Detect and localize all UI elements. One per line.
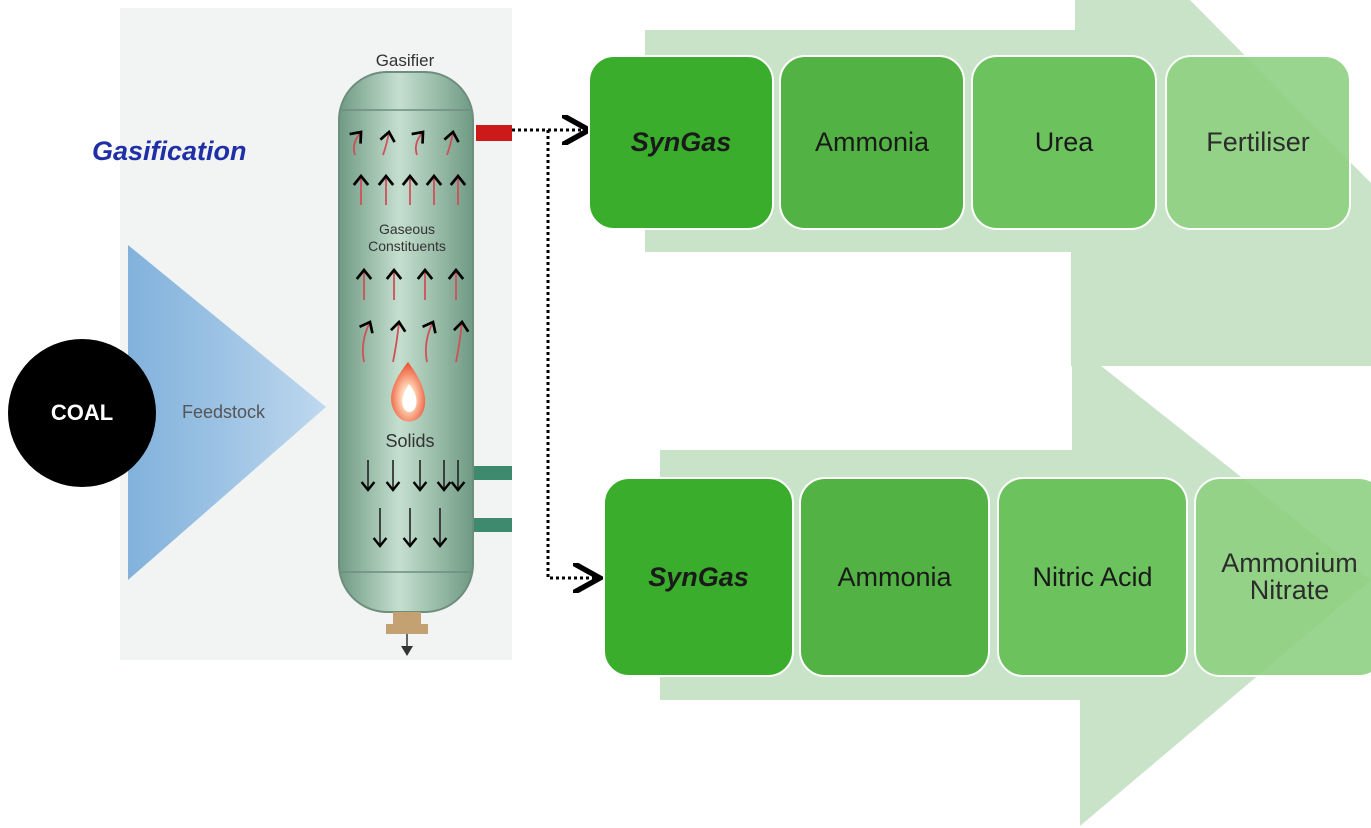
process-step-label: Fertiliser — [1206, 127, 1310, 157]
process-step-label: Urea — [1034, 127, 1094, 157]
coal-circle: COAL — [8, 339, 156, 487]
process-step-syngas: SynGas — [603, 477, 794, 677]
feedstock-label: Feedstock — [182, 402, 266, 422]
gaseous-label-line: Gaseous — [379, 221, 435, 237]
up-arrow-icon — [452, 319, 470, 363]
process-step-ammonium-nitrate: Ammonium Nitrate — [1194, 477, 1371, 677]
process-step-fertiliser: Fertiliser — [1165, 55, 1351, 230]
up-arrow-icon — [358, 320, 374, 363]
up-arrow-icon — [421, 320, 437, 363]
process-step-label: SynGas — [648, 561, 749, 592]
process-step-syngas: SynGas — [588, 55, 774, 230]
process-step-ammonia: Ammonia — [799, 477, 990, 677]
process-step-label: SynGas — [630, 127, 732, 157]
syngas-outlet-nozzle — [476, 125, 512, 141]
gasifier-title: Gasifier — [376, 51, 435, 70]
solids-label: Solids — [385, 431, 434, 451]
up-arrow-icon — [411, 130, 425, 156]
process-step-urea: Urea — [971, 55, 1157, 230]
process-step-label: Ammonia — [837, 561, 952, 592]
dotted-connectors — [512, 130, 597, 578]
process-step-label: Ammonia — [814, 127, 930, 157]
process-step-label: Ammonium Nitrate — [1221, 548, 1358, 605]
feedstock-triangle — [128, 245, 326, 580]
gas-flow-arrows — [349, 129, 470, 363]
process-step-nitric-acid: Nitric Acid — [997, 477, 1188, 677]
up-arrow-icon — [379, 129, 396, 156]
gasifier-vessel — [338, 71, 512, 656]
solids-flow-arrows — [360, 460, 466, 548]
gasification-title: Gasification — [92, 136, 247, 166]
up-arrow-icon — [389, 319, 407, 363]
flame-icon — [391, 362, 426, 422]
gaseous-label-line: Constituents — [368, 238, 446, 254]
process-step-ammonia: Ammonia — [779, 55, 965, 230]
connector-to-lower-syngas — [546, 130, 597, 578]
up-arrow-icon — [443, 129, 460, 156]
process-step-label: Nitric Acid — [1032, 561, 1153, 592]
up-arrow-icon — [349, 130, 363, 156]
